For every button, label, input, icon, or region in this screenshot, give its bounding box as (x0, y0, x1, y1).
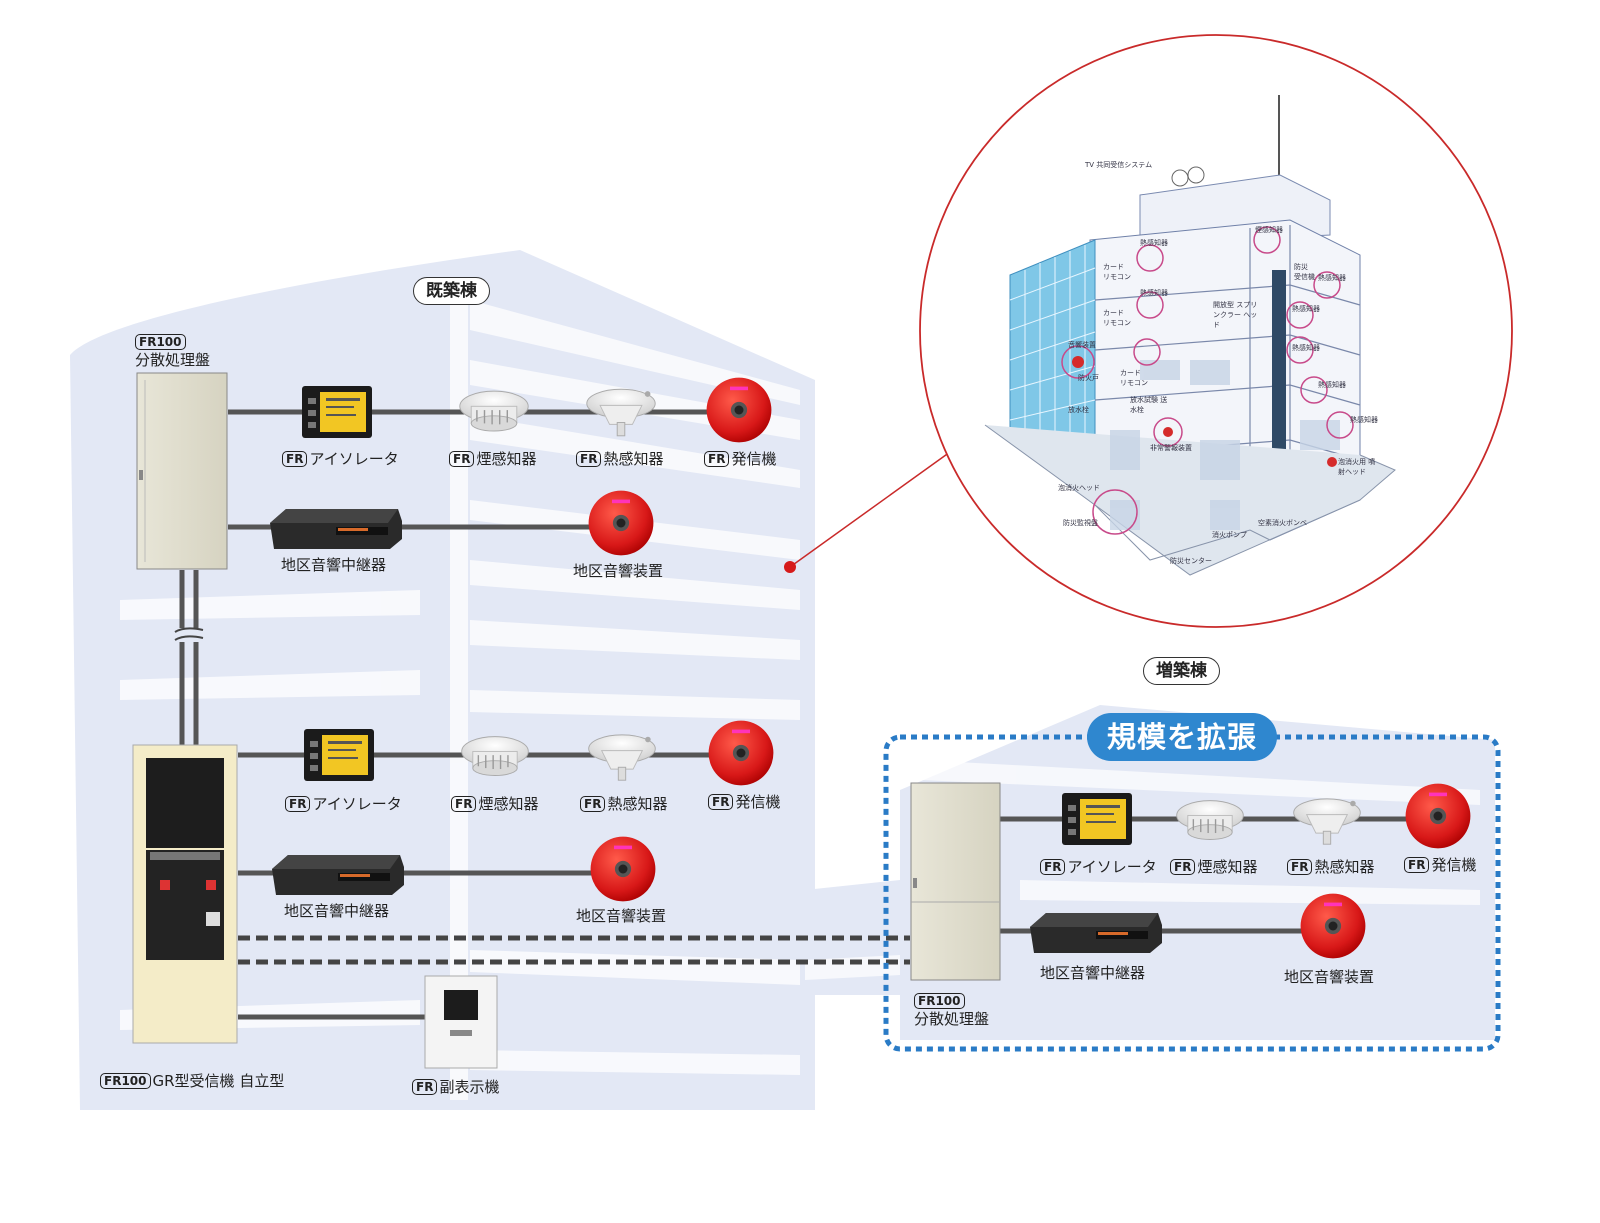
relay-label-1: 地区音響中継器 (281, 556, 387, 574)
bell-label-3: 地区音響装置 (1284, 968, 1375, 986)
bell-device-2 (590, 836, 656, 902)
inset-label-recv: 防災 受信機 (1294, 263, 1315, 281)
wire-break (174, 627, 204, 641)
isolator-device-1 (302, 386, 372, 438)
inset-label-heat3: 熱感知器 (1140, 289, 1168, 297)
inset-label-control: 防災監視盤 (1063, 519, 1098, 527)
inset-label-heat2: 熱感知器 (1318, 274, 1346, 282)
inset-label-head: 泡消火ヘッド (1058, 484, 1100, 492)
inset-label-card1: カード リモコン (1103, 263, 1131, 281)
inset-label-center: 防災センター (1170, 557, 1212, 565)
inset-label-heat4: 熱感知器 (1292, 305, 1320, 313)
inset-label-door: 防火戸 (1078, 374, 1099, 382)
inset-label-sprinkler: 開放型 スプリンクラー ヘッド (1213, 301, 1258, 329)
sub-display-unit (424, 975, 498, 1069)
transmitter-device-2 (708, 720, 774, 786)
inset-label-test: 放水試験 送水栓 (1130, 396, 1168, 414)
distributed-panel-extension (910, 782, 1001, 981)
relay-label-3: 地区音響中継器 (1040, 964, 1146, 982)
distributed-panel-existing (136, 372, 228, 570)
inset-label-heat6: 熱感知器 (1318, 381, 1346, 389)
gr-receiver (132, 744, 238, 1044)
inset-label-heat1: 熱感知器 (1140, 239, 1168, 247)
transmitter-device-3 (1405, 783, 1471, 849)
isolator-device-2 (304, 729, 374, 781)
interbuilding-dashed-lines (238, 935, 910, 965)
extension-building-label: 増築棟 (1143, 657, 1220, 685)
callout-line (789, 451, 951, 568)
inset-label-tv: TV 共同受信システム (1085, 161, 1153, 169)
expand-scale-label: 規模を拡張 (1087, 713, 1278, 761)
relay-device-3 (1030, 913, 1162, 953)
inset-label-heat5: 熱感知器 (1292, 344, 1320, 352)
inset-label-card3: カード リモコン (1120, 369, 1148, 387)
inset-label-smoke1: 煙感知器 (1255, 226, 1283, 234)
relay-device-2 (272, 855, 404, 895)
inset-label-card2: カード リモコン (1103, 309, 1131, 327)
inset-label-heat7: 熱感知器 (1350, 416, 1378, 424)
callout-dot (784, 561, 796, 573)
inset-label-co2: 空素消火ボンベ (1258, 519, 1307, 527)
inset-label-foam: 泡消火用 噴射ヘッド (1338, 458, 1376, 476)
bell-device-3 (1300, 893, 1366, 959)
inset-label-pump: 消火ポンプ (1212, 531, 1247, 539)
bell-label-2: 地区音響装置 (576, 907, 667, 925)
inset-label-sound: 音響装置 (1068, 341, 1096, 349)
bell-label-1: 地区音響装置 (573, 562, 664, 580)
inset-label-emergency: 非常警報装置 (1150, 444, 1192, 452)
existing-building-label: 既築棟 (413, 277, 490, 305)
relay-device-1 (270, 509, 402, 549)
bell-device-1 (588, 490, 654, 556)
transmitter-device-1 (706, 377, 772, 443)
relay-label-2: 地区音響中継器 (284, 902, 390, 920)
building-overview-inset (919, 34, 1513, 628)
inset-label-outlet: 放水栓 (1068, 406, 1089, 414)
isolator-device-3 (1062, 793, 1132, 845)
